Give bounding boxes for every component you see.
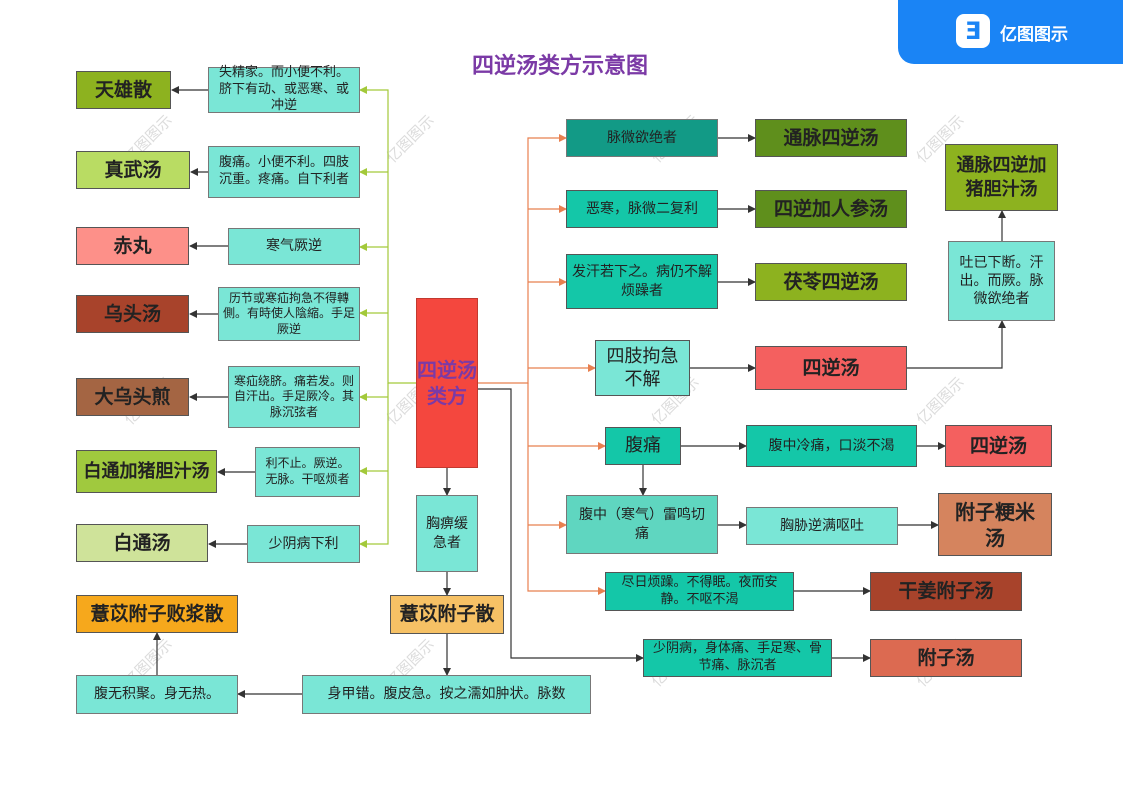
- condition-zhenwu-tang[interactable]: 腹痛。小便不利。四肢沉重。疼痛。自下利者: [208, 146, 360, 198]
- condition-baitong-jia-zhudan-zhi-tang[interactable]: 利不止。厥逆。无脉。干呕烦者: [255, 447, 360, 497]
- condition-r2[interactable]: 恶寒，脉微二复利: [566, 190, 718, 228]
- edge-r4-to-next: [907, 320, 1006, 369]
- condition-r5[interactable]: 腹痛: [605, 427, 681, 465]
- condition-tianxiong-san[interactable]: 失精家。而小便不利。脐下有动、或恶寒、或冲逆: [208, 65, 360, 113]
- formula-sini-tang-r5[interactable]: 四逆汤: [945, 425, 1052, 467]
- condition-r6-sub[interactable]: 胸胁逆满呕吐: [746, 507, 898, 545]
- formula-da-wutou-jian[interactable]: 大乌头煎: [76, 378, 189, 416]
- formula-chi-wan[interactable]: 赤丸: [76, 227, 189, 265]
- formula-tianxiong-san[interactable]: 天雄散: [76, 71, 171, 109]
- condition-r3[interactable]: 发汗若下之。病仍不解烦躁者: [566, 254, 718, 309]
- formula-baitong-jia-zhudan-zhi-tang[interactable]: 白通加猪胆汁汤: [76, 450, 217, 493]
- edge-center-to-cond-1: [359, 86, 416, 384]
- formula-ganjiang-fuzi-tang[interactable]: 干姜附子汤: [870, 572, 1022, 611]
- formula-baitong-tang[interactable]: 白通汤: [76, 524, 208, 562]
- edge-center-to-r7: [527, 383, 606, 595]
- formula-fuzi-jingmi-tang[interactable]: 附子粳米汤: [938, 493, 1052, 556]
- edge-center-to-r8: [478, 388, 644, 662]
- formula-yiyi-fuzi-san[interactable]: 薏苡附子散: [390, 595, 504, 634]
- formula-tongmai-sini-tang[interactable]: 通脉四逆汤: [755, 119, 907, 157]
- formula-tongmai-sini-jia-zhudan-zhi-tang[interactable]: 通脉四逆加猪胆汁汤: [945, 144, 1058, 211]
- condition-fuwujiju[interactable]: 腹无积聚。身无热。: [76, 675, 238, 714]
- condition-xiongbi[interactable]: 胸痹缓急者: [416, 495, 478, 572]
- diagram-title: 四逆汤类方示意图: [471, 54, 648, 79]
- condition-shenjiacuo[interactable]: 身甲错。腹皮急。按之濡如肿状。脉数: [302, 675, 591, 714]
- formula-yiyi-fuzi-baijiang-san[interactable]: 薏苡附子败浆散: [76, 595, 238, 633]
- condition-baitong-tang[interactable]: 少阴病下利: [247, 525, 360, 563]
- condition-wutou-tang[interactable]: 历节或寒疝拘急不得轉側。有時使人陰縮。手足厥逆: [218, 287, 360, 341]
- formula-sini-tang-r4[interactable]: 四逆汤: [755, 346, 907, 390]
- condition-r5-sub[interactable]: 腹中冷痛，口淡不渴: [746, 425, 917, 467]
- formula-fuzi-tang[interactable]: 附子汤: [870, 639, 1022, 677]
- edge-center-to-cond-7: [359, 383, 389, 548]
- condition-chi-wan[interactable]: 寒气厥逆: [228, 228, 360, 265]
- brand-badge: Ǝ 亿图图示: [898, 0, 1123, 64]
- edraw-logo-icon: Ǝ: [956, 14, 990, 48]
- formula-fuling-sini-tang[interactable]: 茯苓四逆汤: [755, 263, 907, 301]
- condition-r8[interactable]: 少阴病，身体痛、手足寒、骨节痛、脉沉者: [643, 639, 832, 677]
- condition-r6[interactable]: 腹中（寒气）雷鸣切痛: [566, 495, 718, 554]
- brand-name: 亿图图示: [1000, 25, 1068, 45]
- condition-r4[interactable]: 四肢拘急不解: [595, 340, 690, 396]
- edge-center-to-r1: [478, 134, 567, 384]
- formula-wutou-tang[interactable]: 乌头汤: [76, 295, 189, 333]
- formula-zhenwu-tang[interactable]: 真武汤: [76, 151, 190, 189]
- formula-sini-jia-renshen-tang[interactable]: 四逆加人参汤: [755, 190, 907, 228]
- condition-r4-next[interactable]: 吐已下断。汗出。而厥。脉微欲绝者: [948, 241, 1055, 321]
- condition-r7[interactable]: 尽日烦躁。不得眠。夜而安静。不呕不渴: [605, 572, 794, 611]
- condition-da-wutou-jian[interactable]: 寒疝绕脐。痛若发。则自汗出。手足厥冷。其脉沉弦者: [228, 366, 360, 428]
- center-node[interactable]: 四逆汤类方: [416, 298, 478, 468]
- condition-r1[interactable]: 脉微欲绝者: [566, 119, 718, 157]
